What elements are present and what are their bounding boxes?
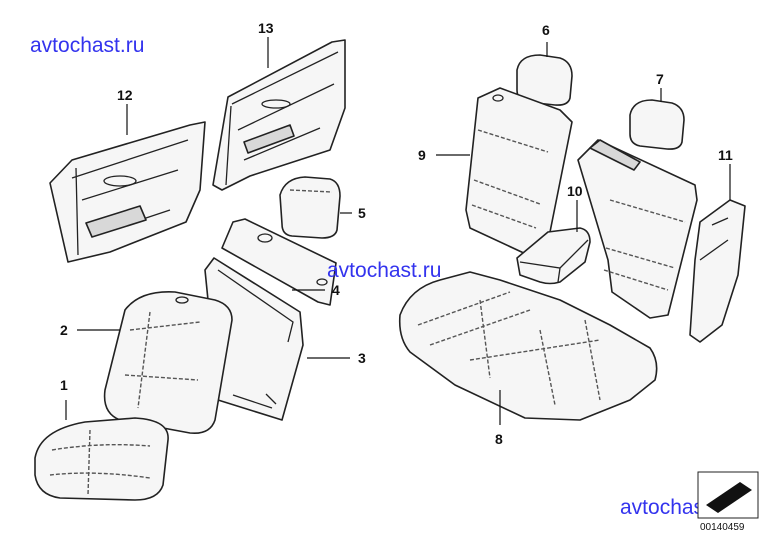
reference-box: 00140459 — [697, 471, 759, 533]
callout-5: 5 — [358, 205, 366, 221]
callout-9: 9 — [418, 147, 426, 163]
part-9-rear-backrest-left — [465, 87, 573, 256]
part-13-rear-door-trim — [212, 39, 346, 191]
part-11-side-bolster — [689, 199, 746, 343]
rear-backrest-right — [577, 139, 698, 319]
part-2-front-backrest — [103, 291, 233, 435]
part-12-front-door-trim — [49, 121, 206, 263]
callout-numbers: 1 2 3 4 5 6 7 8 9 10 11 12 13 — [60, 20, 733, 447]
part-1-front-seat-cushion — [34, 417, 169, 501]
callout-2: 2 — [60, 322, 68, 338]
part-8-rear-seat-cushion — [398, 271, 658, 421]
callout-7: 7 — [656, 71, 664, 87]
callout-6: 6 — [542, 22, 550, 38]
part-10-armrest — [516, 227, 591, 285]
part-7-rear-headrest — [629, 99, 685, 150]
callout-1: 1 — [60, 377, 68, 393]
callout-10: 10 — [567, 183, 583, 199]
part-5-front-headrest — [279, 176, 341, 239]
diagram-code: 00140459 — [700, 522, 745, 533]
callout-8: 8 — [495, 431, 503, 447]
callout-4: 4 — [332, 282, 340, 298]
callout-12: 12 — [117, 87, 133, 103]
callout-11: 11 — [718, 147, 733, 163]
leader-lines — [65, 37, 731, 425]
part-4-backrest-panel — [221, 218, 337, 306]
callout-3: 3 — [358, 350, 366, 366]
reference-wedge-icon — [706, 482, 752, 513]
watermark-top-left: avtochast.ru — [30, 34, 144, 57]
callout-13: 13 — [258, 20, 274, 36]
watermark-center: avtochast.ru — [327, 259, 441, 282]
